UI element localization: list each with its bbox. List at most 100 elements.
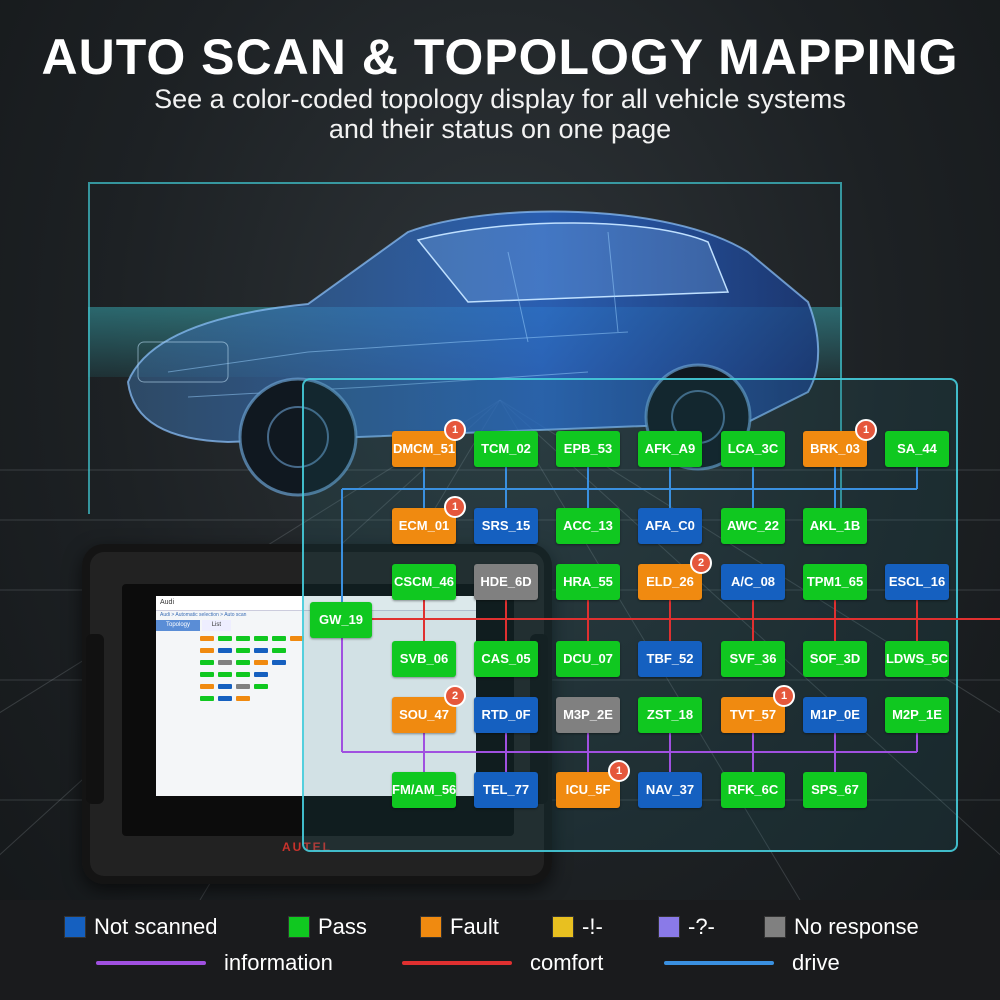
mini-module xyxy=(218,636,232,641)
ecu-module-hde-6d[interactable]: HDE_6D xyxy=(474,564,538,600)
ecu-module-hra-55[interactable]: HRA_55 xyxy=(556,564,620,600)
legend-line-comfort: comfort xyxy=(402,948,603,978)
page-title: AUTO SCAN & TOPOLOGY MAPPING xyxy=(41,29,959,85)
ecu-module-sa-44[interactable]: SA_44 xyxy=(885,431,949,467)
legend-line-swatch xyxy=(664,961,774,965)
mini-module xyxy=(218,660,232,665)
legend-label: Fault xyxy=(450,914,499,939)
legend-swatch xyxy=(552,916,574,938)
ecu-module-tcm-02[interactable]: TCM_02 xyxy=(474,431,538,467)
mini-module xyxy=(218,696,232,701)
mini-module xyxy=(200,684,214,689)
legend-label: Pass xyxy=(318,914,367,939)
ecu-module-tbf-52[interactable]: TBF_52 xyxy=(638,641,702,677)
ecu-module-dcu-07[interactable]: DCU_07 xyxy=(556,641,620,677)
ecu-module-nav-37[interactable]: NAV_37 xyxy=(638,772,702,808)
ecu-module-tel-77[interactable]: TEL_77 xyxy=(474,772,538,808)
fault-count-badge: 1 xyxy=(773,685,795,707)
mini-module xyxy=(272,636,286,641)
ecu-module-rfk-6c[interactable]: RFK_6C xyxy=(721,772,785,808)
legend-item-5: -?- xyxy=(658,912,715,942)
legend-item-2: Pass xyxy=(288,912,367,942)
legend-line-swatch xyxy=(402,961,512,965)
mini-module xyxy=(218,672,232,677)
ecu-module-tpm1-65[interactable]: TPM1_65 xyxy=(803,564,867,600)
ecu-module-srs-15[interactable]: SRS_15 xyxy=(474,508,538,544)
subtitle-line-2: and their status on one page xyxy=(328,114,672,144)
mini-module xyxy=(236,660,250,665)
ecu-module-akl-1b[interactable]: AKL_1B xyxy=(803,508,867,544)
ecu-module-ldws-5c[interactable]: LDWS_5C xyxy=(885,641,949,677)
legend-label: -?- xyxy=(688,914,715,939)
mini-module xyxy=(254,672,268,677)
ecu-module-m2p-1e[interactable]: M2P_1E xyxy=(885,697,949,733)
fault-count-badge: 1 xyxy=(444,496,466,518)
ecu-module-escl-16[interactable]: ESCL_16 xyxy=(885,564,949,600)
mini-module xyxy=(200,648,214,653)
mini-module xyxy=(236,636,250,641)
legend-label: comfort xyxy=(530,950,604,975)
ecu-module-lca-3c[interactable]: LCA_3C xyxy=(721,431,785,467)
legend-item-4: -!- xyxy=(552,912,603,942)
ecu-module-zst-18[interactable]: ZST_18 xyxy=(638,697,702,733)
ecu-module-m3p-2e[interactable]: M3P_2E xyxy=(556,697,620,733)
mini-module xyxy=(254,648,268,653)
ecu-module-awc-22[interactable]: AWC_22 xyxy=(721,508,785,544)
ecu-module-sof-3d[interactable]: SOF_3D xyxy=(803,641,867,677)
tablet-tab-list[interactable]: List xyxy=(201,620,232,631)
ecu-module-rtd-0f[interactable]: RTD_0F xyxy=(474,697,538,733)
tablet-tab-topology[interactable]: Topology xyxy=(156,620,201,631)
legend-item-3: Fault xyxy=(420,912,499,942)
legend-item-1: Not scanned xyxy=(64,912,218,942)
ecu-module-afk-a9[interactable]: AFK_A9 xyxy=(638,431,702,467)
legend-label: Not scanned xyxy=(94,914,218,939)
ecu-module-cas-05[interactable]: CAS_05 xyxy=(474,641,538,677)
mini-module xyxy=(254,684,268,689)
ecu-module-cscm-46[interactable]: CSCM_46 xyxy=(392,564,456,600)
legend-label: information xyxy=(224,950,333,975)
legend-line-information: information xyxy=(96,948,333,978)
mini-module xyxy=(218,684,232,689)
fault-count-badge: 1 xyxy=(855,419,877,441)
ecu-module-fm-am-56[interactable]: FM/AM_56 xyxy=(392,772,456,808)
fault-count-badge: 2 xyxy=(690,552,712,574)
ecu-module-svb-06[interactable]: SVB_06 xyxy=(392,641,456,677)
ecu-module-afa-c0[interactable]: AFA_C0 xyxy=(638,508,702,544)
mini-module xyxy=(236,672,250,677)
fault-count-badge: 2 xyxy=(444,685,466,707)
scan-frame xyxy=(88,182,842,514)
mini-module xyxy=(200,636,214,641)
ecu-module-m1p-0e[interactable]: M1P_0E xyxy=(803,697,867,733)
mini-module xyxy=(236,696,250,701)
mini-module xyxy=(200,672,214,677)
mini-module xyxy=(236,648,250,653)
ecu-module-a-c-08[interactable]: A/C_08 xyxy=(721,564,785,600)
legend-item-6: No response xyxy=(764,912,919,942)
ecu-module-epb-53[interactable]: EPB_53 xyxy=(556,431,620,467)
ecu-module-acc-13[interactable]: ACC_13 xyxy=(556,508,620,544)
ecu-module-svf-36[interactable]: SVF_36 xyxy=(721,641,785,677)
mini-module xyxy=(254,636,268,641)
ecu-module-sps-67[interactable]: SPS_67 xyxy=(803,772,867,808)
mini-module xyxy=(290,636,304,641)
legend-label: -!- xyxy=(582,914,603,939)
legend-label: No response xyxy=(794,914,919,939)
page-subtitle: See a color-coded topology display for a… xyxy=(0,84,1000,144)
legend-swatch xyxy=(64,916,86,938)
gateway-module[interactable]: GW_19 xyxy=(310,602,372,638)
tablet-left-grip xyxy=(86,634,104,804)
mini-module xyxy=(254,660,268,665)
legend-label: drive xyxy=(792,950,840,975)
mini-module xyxy=(272,648,286,653)
fault-count-badge: 1 xyxy=(444,419,466,441)
legend-swatch xyxy=(288,916,310,938)
tablet-breadcrumb[interactable]: Audi > Automatic selection > Auto scan xyxy=(160,612,247,618)
legend-line-swatch xyxy=(96,961,206,965)
